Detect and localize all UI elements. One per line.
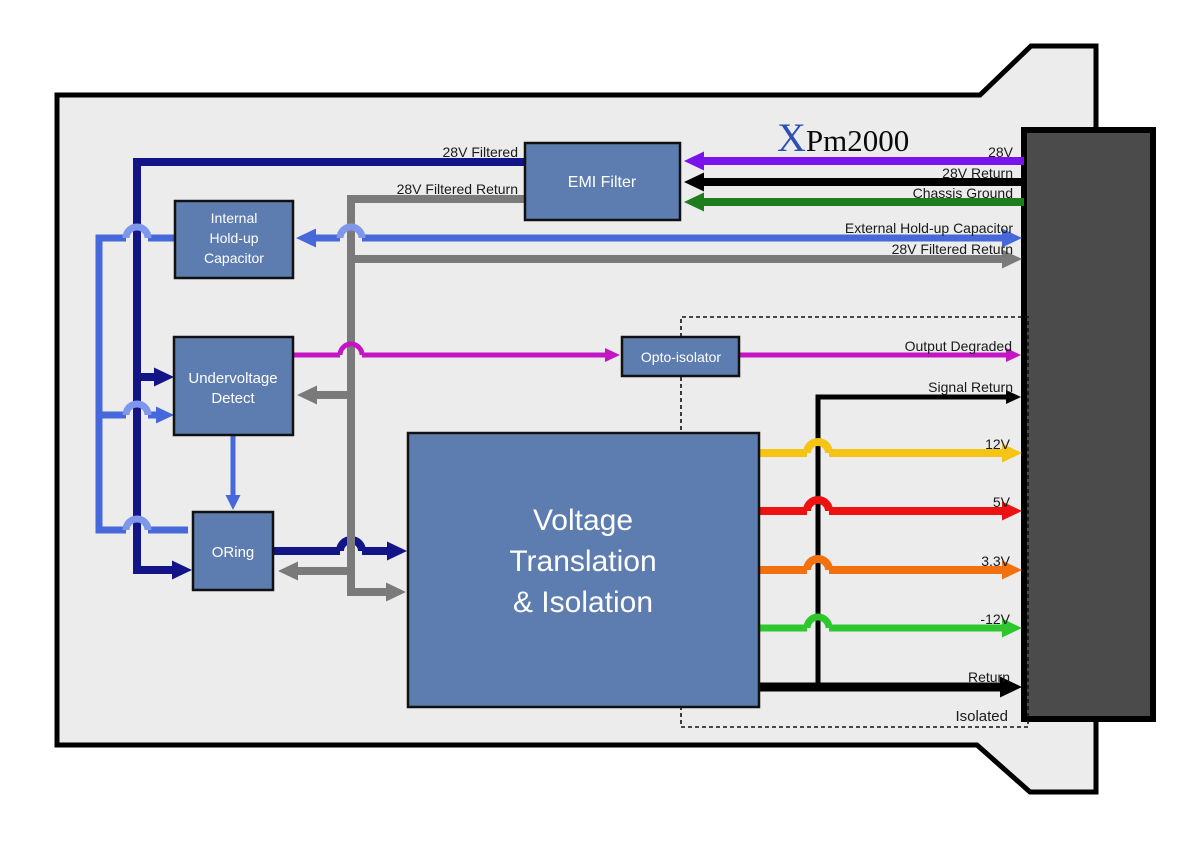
label-isolated: Isolated [955, 708, 1008, 725]
hop-degraded-over-gray [337, 341, 365, 356]
opto-isolator-label: Opto-isolator [641, 349, 721, 365]
arrowhead-into-oring [172, 560, 192, 580]
label-signal-return: Signal Return [928, 379, 1013, 395]
wire-holdup-left-branch [95, 234, 188, 534]
hop-12v-over-signal-return [803, 438, 833, 454]
net-5v [758, 496, 1022, 521]
label-external-holdup: External Hold-up Capacitor [845, 220, 1013, 236]
label-5v: 5V [993, 494, 1011, 510]
hop-uv-branch-over-navy [122, 400, 152, 416]
label-12v: 12V [985, 436, 1011, 452]
label-28v-filtered: 28V Filtered [443, 144, 518, 160]
arrowhead-degraded-into-connector [1006, 348, 1021, 362]
label-3v3: 3.3V [981, 553, 1010, 569]
oring-label: ORing [212, 544, 255, 561]
internal-holdup-block [173, 199, 295, 280]
opto-isolator-block [620, 335, 741, 378]
wire-28v-filtered [133, 158, 525, 574]
net-28v-input [684, 151, 1024, 212]
rear-connector [1021, 127, 1156, 722]
arrowhead-gray-into-undervoltage [297, 385, 317, 405]
net-return [758, 676, 1022, 698]
hop-left-branch-over-navy [122, 223, 152, 239]
net-28v-filtered-return [278, 195, 1022, 602]
arrowhead-gray-into-connector [1002, 249, 1022, 269]
label-minus12v: -12V [980, 611, 1010, 627]
arrowhead-minus12v-into-connector [1002, 618, 1022, 638]
hop-minus12v-over-signal-return [803, 613, 833, 629]
arrowhead-gray-into-vti [386, 582, 406, 602]
label-output-degraded: Output Degraded [905, 338, 1012, 354]
emi-filter-block [523, 141, 682, 222]
internal-holdup-label-3: Capacitor [204, 250, 264, 266]
arrowhead-3v3-into-connector [1002, 560, 1022, 580]
undervoltage-detect-block [172, 335, 295, 437]
label-28v-filtered-return-right: 28V Filtered Return [892, 241, 1013, 257]
arrowhead-gray-into-oring [278, 561, 298, 581]
arrowhead-12v-into-connector [1002, 443, 1022, 463]
arrowhead-return-into-connector [1000, 676, 1022, 698]
label-28v-filtered-return-left: 28V Filtered Return [397, 181, 518, 197]
net-12v [758, 438, 1022, 463]
label-28v: 28V [988, 144, 1014, 160]
vti-label-3: & Isolation [513, 586, 653, 619]
arrowhead-28v-into-emi [684, 151, 704, 171]
undervoltage-label-2: Detect [211, 390, 255, 407]
isolated-boundary-path [680, 316, 1029, 728]
label-return: Return [968, 669, 1010, 685]
internal-holdup-label-2: Hold-up [209, 230, 258, 246]
product-logo: XPm2000 [777, 115, 909, 160]
arrowhead-into-oring-top [225, 495, 241, 510]
vti-label-2: Translation [509, 545, 656, 578]
hop-3v3-over-signal-return [803, 555, 833, 571]
arrowhead-into-undervoltage [154, 367, 174, 387]
label-chassis-ground: Chassis Ground [913, 185, 1013, 201]
vti-label-1: Voltage [533, 504, 633, 537]
voltage-translation-block [406, 431, 761, 709]
hop-5v-over-signal-return [803, 496, 833, 512]
hop-ext-holdup-over-gray [336, 223, 366, 239]
internal-holdup-label-1: Internal [211, 210, 258, 226]
oring-block [191, 510, 275, 592]
net-signal-return [815, 390, 1021, 687]
arrowhead-ext-holdup-into-connector [1002, 228, 1022, 248]
net-28v-filtered [133, 158, 525, 580]
net-3v3 [758, 555, 1022, 580]
label-28v-return: 28V Return [942, 165, 1013, 181]
arrowhead-into-internal-holdup [296, 228, 316, 248]
arrowhead-blue-into-undervoltage [156, 406, 174, 424]
arrowhead-28v-return-into-emi [684, 172, 704, 192]
arrowhead-into-opto [605, 348, 620, 362]
arrowhead-signal-return-into-connector [1006, 390, 1021, 404]
arrowhead-5v-into-connector [1002, 501, 1022, 521]
module-enclosure-outline [54, 43, 1099, 795]
net-output-degraded [293, 341, 1021, 362]
logo-x: X [777, 115, 806, 160]
arrowhead-into-vti [387, 541, 407, 561]
net-minus12v [758, 613, 1022, 638]
hop-oring-feed-over-navy [122, 515, 152, 531]
emi-filter-label: EMI Filter [568, 174, 637, 191]
net-external-holdup [95, 223, 1022, 534]
undervoltage-label-1: Undervoltage [188, 370, 277, 387]
arrowhead-chassis-into-emi [684, 192, 704, 212]
wire-signal-return [815, 394, 1006, 687]
isolated-boundary [680, 316, 1029, 728]
logo-rest: Pm2000 [806, 123, 909, 158]
